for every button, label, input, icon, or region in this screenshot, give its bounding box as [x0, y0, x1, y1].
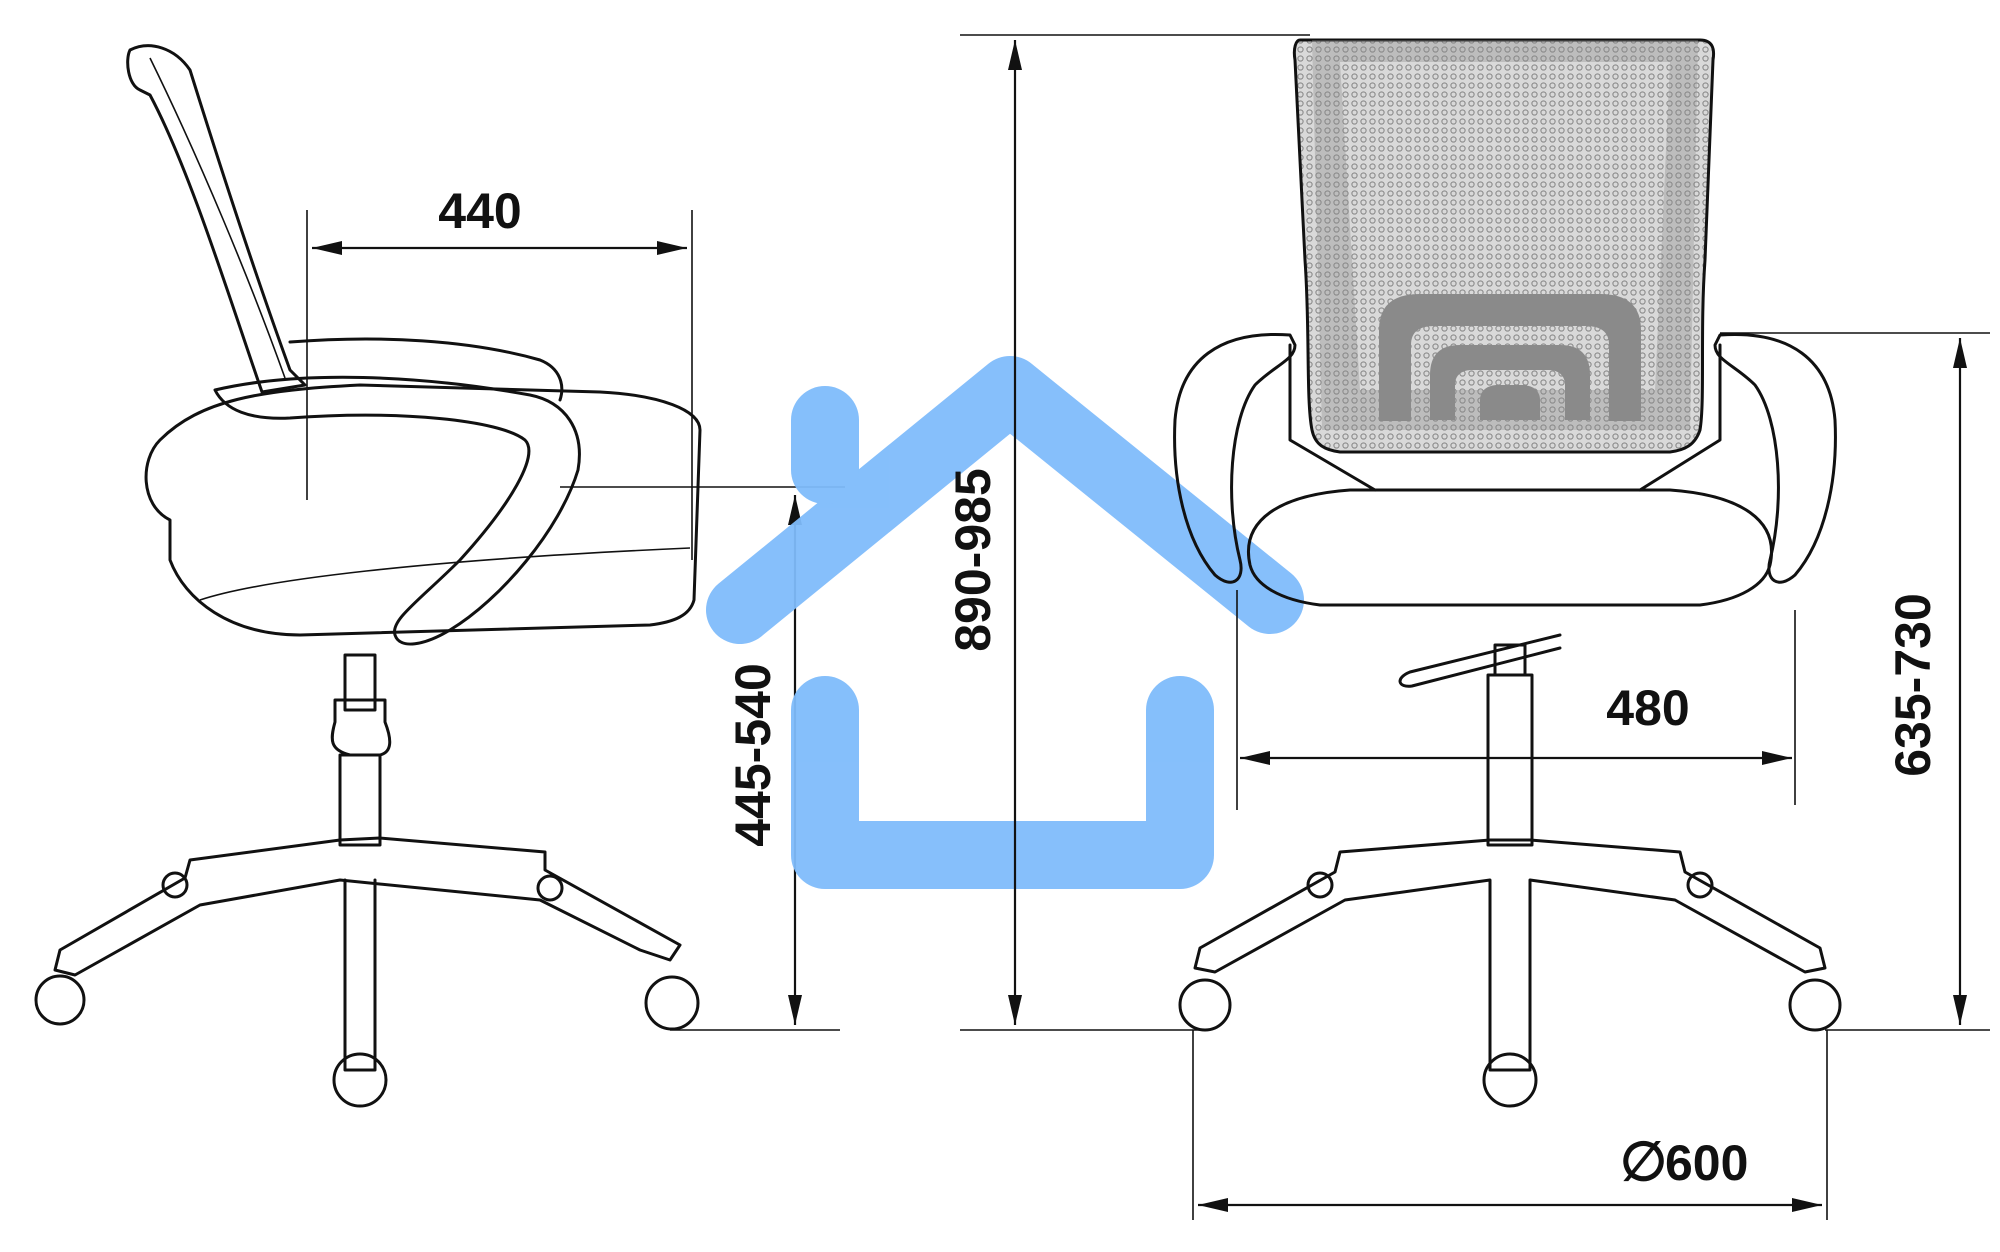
- seat-height-label: 445-540: [725, 663, 781, 847]
- side-backrest: [126, 44, 307, 394]
- front-caster-4: [1306, 871, 1334, 899]
- front-lumbar-support: [1379, 294, 1641, 421]
- front-caster-1: [1178, 978, 1232, 1032]
- base-diameter-label: 600: [1665, 1135, 1748, 1191]
- armrest-height-label: 635-730: [1885, 593, 1941, 777]
- side-caster-1: [34, 974, 86, 1026]
- house-icon: [706, 356, 1304, 889]
- side-lift-top: [343, 653, 377, 712]
- side-caster-4: [161, 871, 189, 899]
- side-caster-5: [536, 874, 564, 902]
- side-view-chair: [34, 44, 702, 1108]
- front-armrest-left: [1173, 332, 1297, 584]
- side-base: [53, 836, 682, 977]
- front-dimension-lines: [1192, 332, 1990, 1220]
- side-caster-2: [644, 975, 700, 1031]
- front-caster-3: [1482, 1052, 1538, 1108]
- front-base: [1193, 838, 1827, 1072]
- front-armrest-right: [1713, 332, 1837, 584]
- total-height-dimension: [960, 34, 1310, 1031]
- base-diameter-symbol: ∅: [1620, 1132, 1667, 1192]
- front-view-chair: [1173, 38, 1842, 1108]
- side-seat: [144, 383, 702, 637]
- front-lift-cylinder: [1486, 673, 1534, 847]
- seat-width-label: 480: [1606, 680, 1689, 736]
- front-seat: [1247, 488, 1773, 607]
- side-lift-lever: [330, 698, 392, 757]
- front-caster-5: [1686, 871, 1714, 899]
- side-caster-3: [332, 1052, 388, 1108]
- side-lift-cylinder: [338, 753, 382, 847]
- front-caster-2: [1788, 978, 1842, 1032]
- side-armrest: [213, 375, 581, 646]
- total-height-label: 890-985: [945, 468, 1001, 652]
- front-lift-lever: [1398, 633, 1562, 688]
- seat-depth-label: 440: [438, 183, 521, 239]
